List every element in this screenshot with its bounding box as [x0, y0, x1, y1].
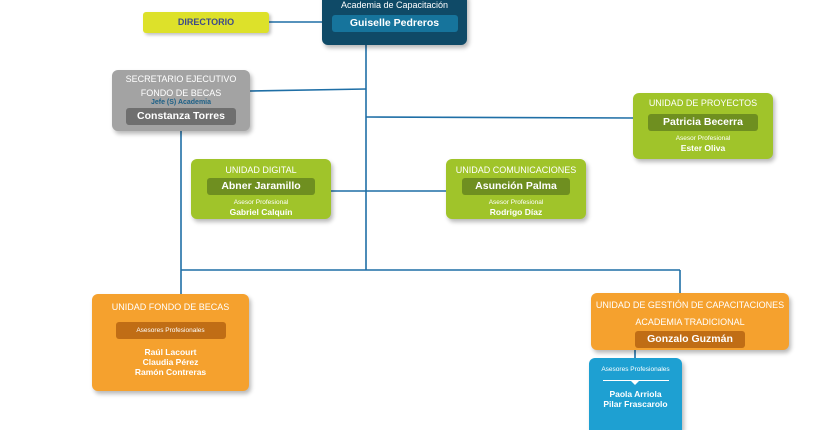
divider-arrow — [602, 380, 669, 385]
digital-asesor-label: Asesor Profesional — [233, 199, 289, 206]
line-secretario — [249, 88, 367, 92]
becas-asesores-label: Asesores Profesionales — [115, 322, 226, 339]
comunicaciones-title: UNIDAD COMUNICACIONES — [455, 165, 577, 175]
unidad-gestion-box: UNIDAD DE GESTIÓN DE CAPACITACIONES ACAD… — [591, 293, 789, 350]
directorio-label: DIRECTORIO — [177, 17, 235, 27]
gestion-title-line1: UNIDAD DE GESTIÓN DE CAPACITACIONES — [595, 300, 785, 310]
secretario-role-tag: Jefe (S) Academia — [150, 99, 212, 106]
unidad-comunicaciones-box: UNIDAD COMUNICACIONES Asunción Palma Ase… — [446, 159, 586, 219]
unidad-proyectos-box: UNIDAD DE PROYECTOS Patricia Becerra Ase… — [633, 93, 773, 159]
digital-name: Abner Jaramillo — [207, 178, 315, 195]
unidad-fondo-becas-box: UNIDAD FONDO DE BECAS Asesores Profesion… — [92, 294, 249, 391]
becas-asesor-name: Raúl Lacourt — [144, 347, 197, 357]
asesores-title: Asesores Profesionales — [601, 366, 670, 373]
becas-asesor-name: Claudia Pérez — [142, 357, 199, 367]
comunicaciones-asesor-label: Asesor Profesional — [488, 199, 544, 206]
secretario-name: Constanza Torres — [126, 108, 236, 125]
asesor-name: Paola Arriola — [609, 389, 662, 399]
secretario-ejecutivo-box: SECRETARIO EJECUTIVO FONDO DE BECAS Jefe… — [112, 70, 250, 131]
becas-title: UNIDAD FONDO DE BECAS — [111, 302, 230, 312]
proyectos-title: UNIDAD DE PROYECTOS — [648, 98, 758, 108]
proyectos-asesor-label: Asesor Profesional — [675, 135, 731, 142]
asesor-name: Pilar Frascarolo — [603, 399, 668, 409]
gestion-title-line2: ACADEMIA TRADICIONAL — [635, 317, 745, 327]
comunicaciones-name: Asunción Palma — [462, 178, 570, 195]
director-name: Guiselle Pedreros — [331, 15, 458, 32]
directorio-box: DIRECTORIO — [143, 12, 269, 33]
digital-title: UNIDAD DIGITAL — [225, 165, 297, 175]
secretario-title-line2: FONDO DE BECAS — [140, 88, 222, 98]
gestion-name: Gonzalo Guzmán — [635, 331, 745, 348]
proyectos-name: Patricia Becerra — [648, 114, 758, 131]
asesores-profesionales-box: Asesores Profesionales Paola Arriola Pil… — [589, 358, 682, 430]
comunicaciones-asesor-name: Rodrigo Díaz — [489, 207, 543, 217]
proyectos-asesor-name: Ester Oliva — [680, 143, 726, 153]
becas-names-list: Raúl Lacourt Claudia Pérez Ramón Contrer… — [92, 347, 249, 377]
academia-director-box: Academia de Capacitación Guiselle Pedrer… — [322, 0, 467, 45]
academia-title: Academia de Capacitación — [340, 0, 449, 10]
becas-asesor-name: Ramón Contreras — [134, 367, 207, 377]
line-proyectos — [365, 116, 634, 119]
unidad-digital-box: UNIDAD DIGITAL Abner Jaramillo Asesor Pr… — [191, 159, 331, 219]
digital-asesor-name: Gabriel Calquín — [229, 207, 293, 217]
secretario-title-line1: SECRETARIO EJECUTIVO — [125, 74, 237, 84]
